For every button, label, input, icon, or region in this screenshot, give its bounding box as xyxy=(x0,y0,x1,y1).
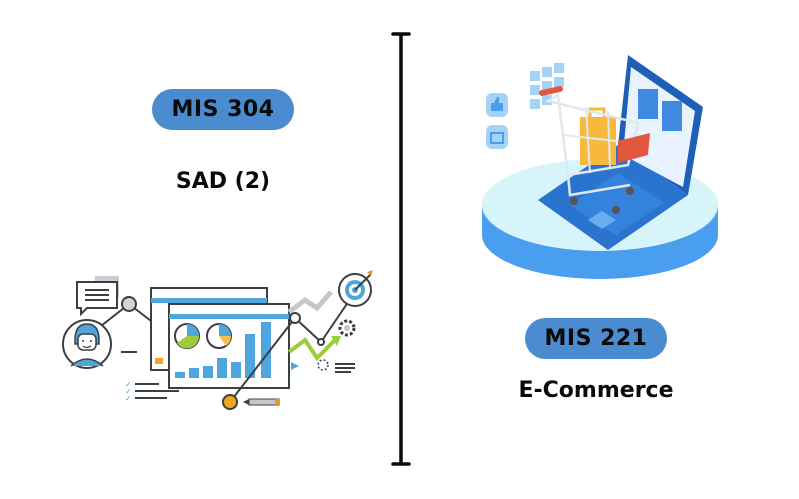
trend-arrow-icon xyxy=(287,290,341,362)
svg-text:✓: ✓ xyxy=(125,380,132,389)
course-code-badge-mis221: MIS 221 xyxy=(525,318,667,359)
gear-icon xyxy=(338,319,356,337)
pencil-icon xyxy=(243,398,280,406)
svg-text:✓: ✓ xyxy=(125,394,132,403)
svg-text:✓: ✓ xyxy=(125,387,132,396)
checklist-icon: ✓ ✓ ✓ xyxy=(125,380,179,403)
course-title-ecommerce: E-Commerce xyxy=(518,378,674,403)
analytics-dashboard-illustration: ✓ ✓ ✓ xyxy=(62,270,373,410)
laptop-icon xyxy=(538,55,703,250)
course-title-sad: SAD (2) xyxy=(175,169,271,194)
course-code-text: MIS 304 xyxy=(171,97,275,122)
bar-chart-icon xyxy=(175,322,271,378)
target-icon xyxy=(338,270,373,307)
shopping-bag-icon xyxy=(486,125,508,149)
course-code-text: MIS 221 xyxy=(544,326,648,351)
thumbs-up-icon xyxy=(486,93,508,117)
front-window xyxy=(168,303,290,389)
grid-panel xyxy=(530,63,564,109)
user-avatar-icon xyxy=(62,319,112,369)
shopping-cart-laptop-illustration xyxy=(482,55,718,279)
course-code-badge-mis304: MIS 304 xyxy=(152,89,294,130)
chat-bubble-icon xyxy=(76,276,119,317)
pie-chart-icon xyxy=(174,323,232,349)
shopping-cart-icon xyxy=(539,86,650,214)
